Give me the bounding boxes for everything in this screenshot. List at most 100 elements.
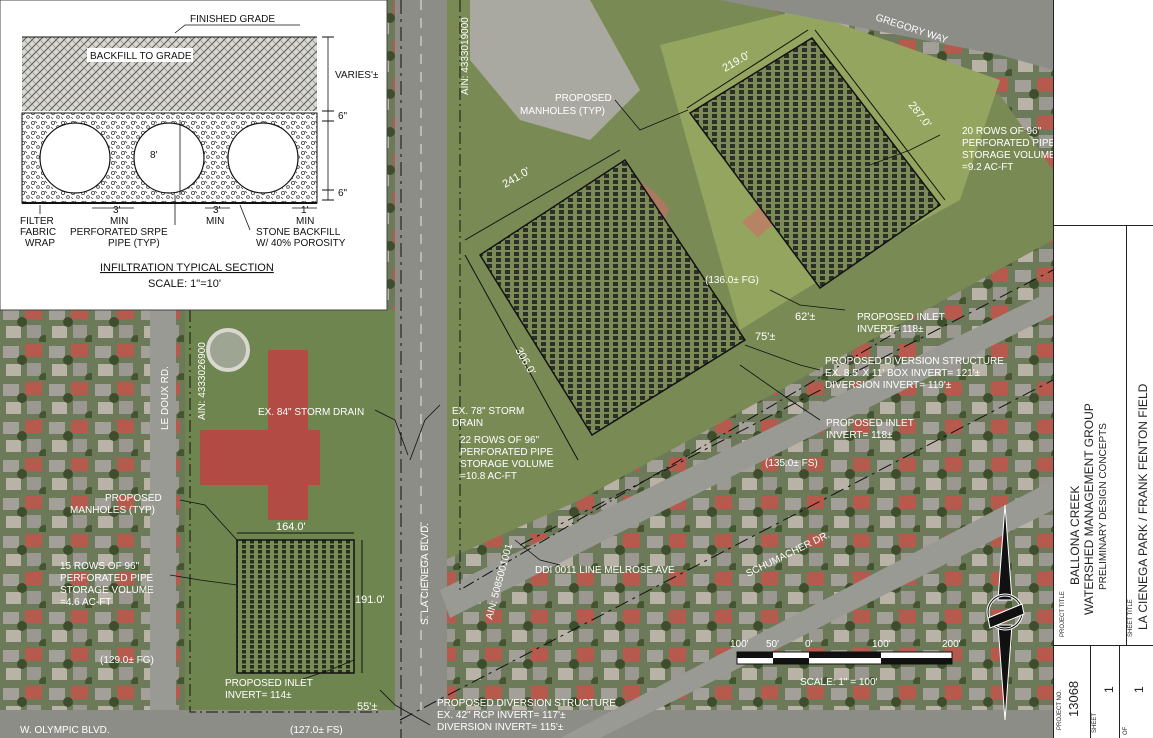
label-rows20-4: =9.2 AC-FT: [962, 162, 1013, 173]
finished-grade-label: FINISHED GRADE: [190, 14, 275, 25]
scale-label: SCALE: 1" = 100': [800, 677, 878, 688]
label-manholes-top-2: MANHOLES (TYP): [520, 106, 605, 117]
olympic-road: [0, 710, 1053, 738]
label-inlet1-1: PROPOSED INLET: [857, 312, 945, 323]
sheet-number-cell: SHEET 1 OF 1: [1090, 645, 1153, 738]
label-rows22-1: 22 ROWS OF 96": [460, 435, 540, 446]
label-rows15-3: STORAGE VOLUME: [60, 585, 154, 596]
label-inlet2-1: PROPOSED INLET: [826, 418, 914, 429]
sheet-title-label: SHEET TITLE: [1128, 599, 1134, 637]
scale-tick-4: 100': [872, 639, 891, 650]
infiltration-section-detail: BACKFILL TO GRADE FINISHED GRADE VARIES'…: [0, 0, 388, 311]
label-manholes-left-2: MANHOLES (TYP): [70, 505, 155, 516]
label-inlet3-2: INVERT= 114±: [225, 690, 292, 701]
label-inlet3-1: PROPOSED INLET: [225, 678, 313, 689]
label-rows15-4: =4.6 AC-FT: [60, 597, 111, 608]
label-rows20-1: 20 ROWS OF 96": [962, 126, 1042, 137]
pipe-line-2: PIPE (TYP): [108, 238, 160, 249]
label-la-cienega: S. LA CIENEGA BLVD.: [420, 523, 431, 625]
label-inlet1-2: INVERT= 118±: [857, 324, 924, 335]
org-line-1: BALLONA CREEK: [1068, 485, 1082, 585]
label-rows20-3: STORAGE VOLUME: [962, 150, 1053, 161]
dim-55: 55'±: [357, 701, 377, 713]
label-rows22-3: STORAGE VOLUME: [460, 459, 554, 470]
of-number: 1: [1132, 686, 1146, 693]
le-doux-road: [150, 300, 176, 720]
schumacher-road: [440, 290, 1053, 618]
label-diversion1-1: PROPOSED DIVERSION STRUCTURE: [825, 356, 1004, 367]
backfill-label: BACKFILL TO GRADE: [90, 51, 192, 62]
project-no-label: PROJECT NO.: [1057, 689, 1063, 730]
label-le-doux: LE DOUX RD.: [160, 366, 171, 430]
label-manholes-top-1: PROPOSED: [555, 93, 612, 104]
title-block-top: [1054, 0, 1153, 226]
label-rows22-2: PERFORATED PIPE: [460, 447, 553, 458]
sheet-divider: [1119, 645, 1120, 738]
dim-8: 8': [150, 150, 158, 161]
stone-line-1: STONE BACKFILL: [256, 227, 341, 238]
label-diversion2-1: PROPOSED DIVERSION STRUCTURE: [437, 698, 616, 709]
project-no: 13068: [1066, 680, 1081, 717]
pipe-3: [227, 122, 299, 194]
label-rows22-4: =10.8 AC-FT: [460, 471, 517, 482]
sheet-label: SHEET: [1092, 712, 1098, 733]
dim-62: 62'±: [795, 311, 815, 323]
label-fs127: (127.0± FS): [290, 725, 343, 736]
parking-lot: [470, 0, 640, 140]
label-rows20-2: PERFORATED PIPE: [962, 138, 1053, 149]
scale-tick-1: 100': [730, 639, 749, 650]
backfill-label-bg: [87, 48, 193, 62]
sheet-title: LA CIENEGA PARK / FRANK FENTON FIELD: [1136, 383, 1150, 630]
dim-164: 164.0': [276, 521, 306, 533]
dim-6-top: 6": [338, 111, 348, 122]
label-olympic: W. OLYMPIC BLVD.: [20, 725, 110, 736]
dim-1-min: MIN: [296, 216, 314, 227]
north-arrow-icon: [986, 504, 1025, 721]
pipe-2: [133, 122, 205, 194]
scale-tick-5: 200': [942, 639, 961, 650]
label-diversion2-3: DIVERSION INVERT= 115'±: [437, 722, 564, 733]
title-block: PROJECT TITLE BALLONA CREEK WATERSHED MA…: [1053, 0, 1153, 738]
label-inlet2-2: INVERT= 118±: [826, 430, 893, 441]
label-ddi: DDI 0011 LINE MELROSE AVE: [535, 565, 675, 576]
label-ain-top: AIN: 4333019000: [460, 17, 471, 95]
org-line-2: WATERSHED MANAGEMENT GROUP: [1082, 403, 1096, 615]
dim-1: 1': [301, 205, 309, 216]
label-fg129: (129.0± FG): [100, 655, 154, 666]
label-rows15-1: 15 ROWS OF 96": [60, 561, 140, 572]
gregory-road: [720, 0, 1053, 70]
scale-tick-2: 50': [766, 639, 779, 650]
filter-line-2: FABRIC: [20, 227, 56, 238]
dim-6-bot: 6": [338, 188, 348, 199]
filter-line-1: FILTER: [20, 216, 54, 227]
stone-line-2: W/ 40% POROSITY: [256, 238, 346, 249]
project-title-label: PROJECT TITLE: [1060, 591, 1066, 637]
of-label: OF: [1123, 726, 1129, 735]
section-title: INFILTRATION TYPICAL SECTION: [100, 262, 274, 274]
label-diversion2-2: EX. 42" RCP INVERT= 117'±: [437, 710, 566, 721]
label-manholes-left-1: PROPOSED: [105, 493, 162, 504]
label-drain84: EX. 84" STORM DRAIN: [258, 407, 364, 418]
label-rows15-2: PERFORATED PIPE: [60, 573, 153, 584]
label-drain78-1: EX. 78" STORM: [452, 406, 524, 417]
diagonal-road: [560, 480, 1053, 738]
roundabout: [206, 328, 250, 372]
church-roof-tower: [268, 350, 308, 520]
dim-191: 191.0': [355, 594, 385, 606]
pipe-1: [39, 122, 111, 194]
pipe-line-1: PERFORATED SRPE: [70, 227, 168, 238]
sheet-title-cell: SHEET TITLE LA CIENEGA PARK / FRANK FENT…: [1126, 225, 1153, 646]
filter-line-3: WRAP: [25, 238, 55, 249]
label-drain78-2: DRAIN: [452, 418, 483, 429]
section-scale: SCALE: 1"=10': [148, 278, 221, 290]
label-diversion1-3: DIVERSION INVERT= 119'±: [825, 380, 952, 391]
dim-varies: VARIES'±: [335, 70, 379, 81]
scale-tick-3: 0': [805, 639, 813, 650]
sheet-number: 1: [1102, 686, 1116, 693]
dim-3b: 3': [213, 205, 221, 216]
site-plan-map: AIN: 4333019000 AIN: 4333026900 AIN: 508…: [0, 0, 1053, 738]
dim-3b-min: MIN: [206, 216, 224, 227]
storage-area-sw: [236, 539, 355, 674]
storage-area-ne: [688, 37, 942, 290]
dim-3a: 3': [113, 205, 121, 216]
